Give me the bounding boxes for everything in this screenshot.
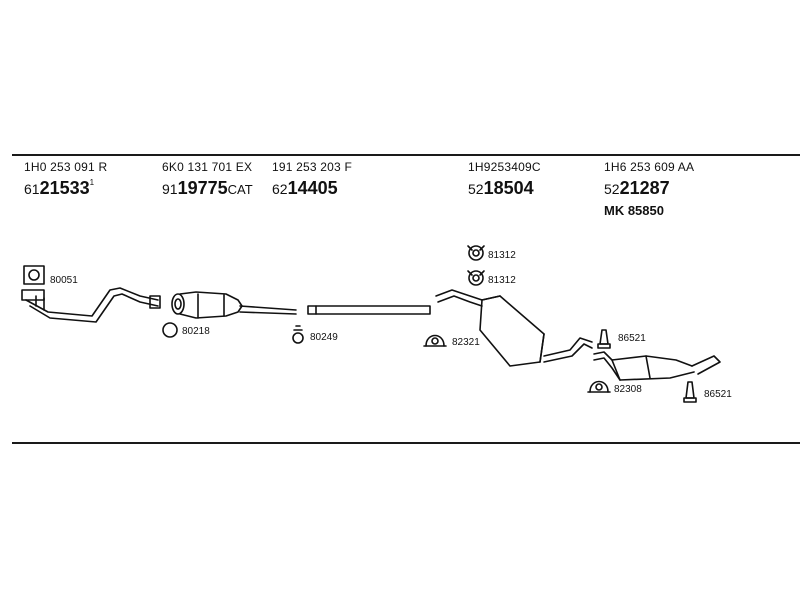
accessory-label: 86521 bbox=[704, 389, 732, 400]
oem-number: 1H0 253 091 R bbox=[24, 160, 108, 174]
oem-number: 1H6 253 609 AA bbox=[604, 160, 695, 174]
part-intermediate-pipe[interactable]: 191 253 203 F 6214405 bbox=[272, 160, 352, 198]
hanger-icon[interactable] bbox=[683, 381, 697, 403]
rear-silencer-drawing[interactable] bbox=[593, 351, 721, 381]
catalog-number: 5221287 bbox=[604, 178, 670, 198]
accessory-label: 80218 bbox=[182, 326, 210, 337]
part-middle-silencer[interactable]: 1H9253409C 5218504 bbox=[468, 160, 541, 198]
clamp-icon[interactable] bbox=[292, 325, 304, 344]
oem-number: 6K0 131 701 EX bbox=[162, 160, 253, 174]
catalog-number: 61215331 bbox=[24, 178, 95, 198]
top-divider-line bbox=[12, 154, 800, 156]
part-front-pipe[interactable]: 1H0 253 091 R 61215331 bbox=[24, 160, 107, 198]
part-catalytic-converter[interactable]: 6K0 131 701 EX 9119775CAT bbox=[162, 160, 253, 198]
mounting-kit-number: MK 85850 bbox=[604, 203, 664, 218]
accessory-label: 81312 bbox=[488, 250, 516, 261]
rubber-mount-icon[interactable] bbox=[467, 270, 485, 286]
clamp-icon[interactable] bbox=[587, 380, 611, 393]
hanger-icon[interactable] bbox=[597, 329, 611, 349]
accessory-label: 81312 bbox=[488, 275, 516, 286]
middle-silencer-drawing[interactable] bbox=[435, 289, 593, 367]
ring-icon[interactable] bbox=[162, 322, 178, 338]
front-pipe-drawing[interactable] bbox=[25, 287, 161, 323]
intermediate-pipe-drawing[interactable] bbox=[307, 305, 431, 315]
part-rear-silencer[interactable]: 1H6 253 609 AA 5221287 MK 85850 bbox=[604, 160, 694, 218]
oem-number: 191 253 203 F bbox=[272, 160, 352, 174]
accessory-label: 82321 bbox=[452, 337, 480, 348]
gasket-icon[interactable] bbox=[21, 265, 45, 301]
catalog-number: 9119775CAT bbox=[162, 178, 253, 198]
catalog-number: 5218504 bbox=[468, 178, 534, 198]
accessory-label: 86521 bbox=[618, 333, 646, 344]
catalog-number: 6214405 bbox=[272, 178, 338, 198]
catalytic-converter-drawing[interactable] bbox=[171, 291, 297, 319]
accessory-label: 80249 bbox=[310, 332, 338, 343]
oem-number: 1H9253409C bbox=[468, 160, 541, 174]
clamp-icon[interactable] bbox=[423, 334, 447, 347]
bottom-divider-line bbox=[12, 442, 800, 444]
rubber-mount-icon[interactable] bbox=[467, 245, 485, 261]
accessory-label: 82308 bbox=[614, 384, 642, 395]
accessory-label: 80051 bbox=[50, 275, 78, 286]
